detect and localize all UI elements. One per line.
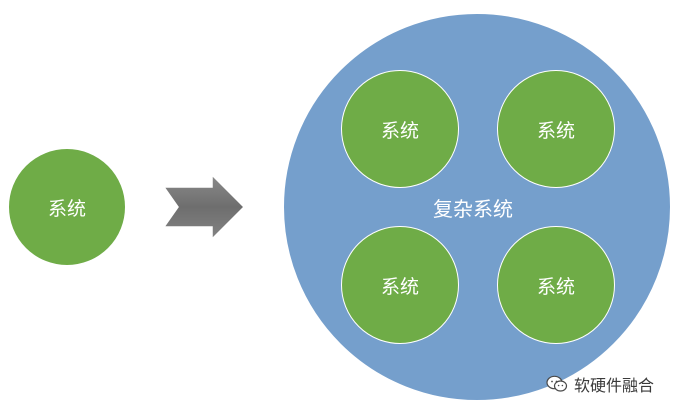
complex-system-container [283, 13, 671, 401]
subsystem-label: 系统 [536, 119, 575, 142]
complex-system-label: 复杂系统 [433, 197, 513, 221]
subsystem-node: 系统 [341, 226, 459, 344]
subsystem-node: 系统 [497, 70, 615, 188]
subsystem-label: 系统 [536, 275, 575, 298]
simple-system-label: 系统 [47, 197, 86, 220]
simple-system-node: 系统 [8, 148, 126, 266]
subsystem-label: 系统 [380, 275, 419, 298]
wechat-icon [546, 375, 568, 392]
watermark-text: 软硬件融合 [574, 376, 655, 395]
subsystem-node: 系统 [341, 70, 459, 188]
chevron-arrow-right-icon [162, 173, 246, 241]
watermark: 软硬件融合 [546, 372, 654, 396]
subsystem-label: 系统 [380, 119, 419, 142]
subsystem-node: 系统 [497, 226, 615, 344]
